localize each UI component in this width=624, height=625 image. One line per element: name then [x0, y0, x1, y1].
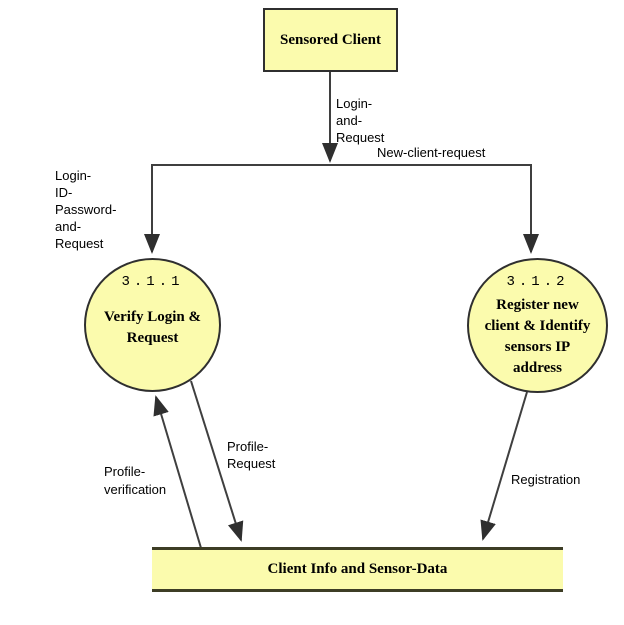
flow-label-login-and-request: Login- and- Request [336, 96, 385, 145]
process-311: 3.1.1 Verify Login & Request [84, 258, 221, 392]
process-312-name: Register new client & Identify sensors I… [484, 297, 591, 376]
arrow-profile-request [190, 380, 244, 542]
data-store-client-info: Client Info and Sensor-Data [152, 547, 563, 592]
flow-label-new-client-request: New-client-request [377, 145, 486, 160]
data-store-label: Client Info and Sensor-Data [267, 561, 448, 577]
external-entity-sensored-client: Sensored Client [263, 8, 398, 72]
external-entity-label: Sensored Client [280, 31, 381, 48]
process-312: 3.1.2 Register new client & Identify sen… [467, 258, 608, 393]
flow-label-login-id-password: Login- ID- Password- and- Request [55, 168, 117, 251]
flow-label-profile-verification: Profile- verification [104, 464, 167, 497]
flow-label-registration: Registration [511, 472, 581, 487]
flow-label-profile-request: Profile- Request [227, 439, 276, 471]
process-311-name: Verify Login & Request [104, 309, 201, 346]
arrow-registration [480, 391, 528, 541]
process-312-id: 3.1.2 [506, 274, 569, 290]
process-311-id: 3.1.1 [121, 274, 184, 290]
arrow-profile-verification [153, 395, 202, 549]
